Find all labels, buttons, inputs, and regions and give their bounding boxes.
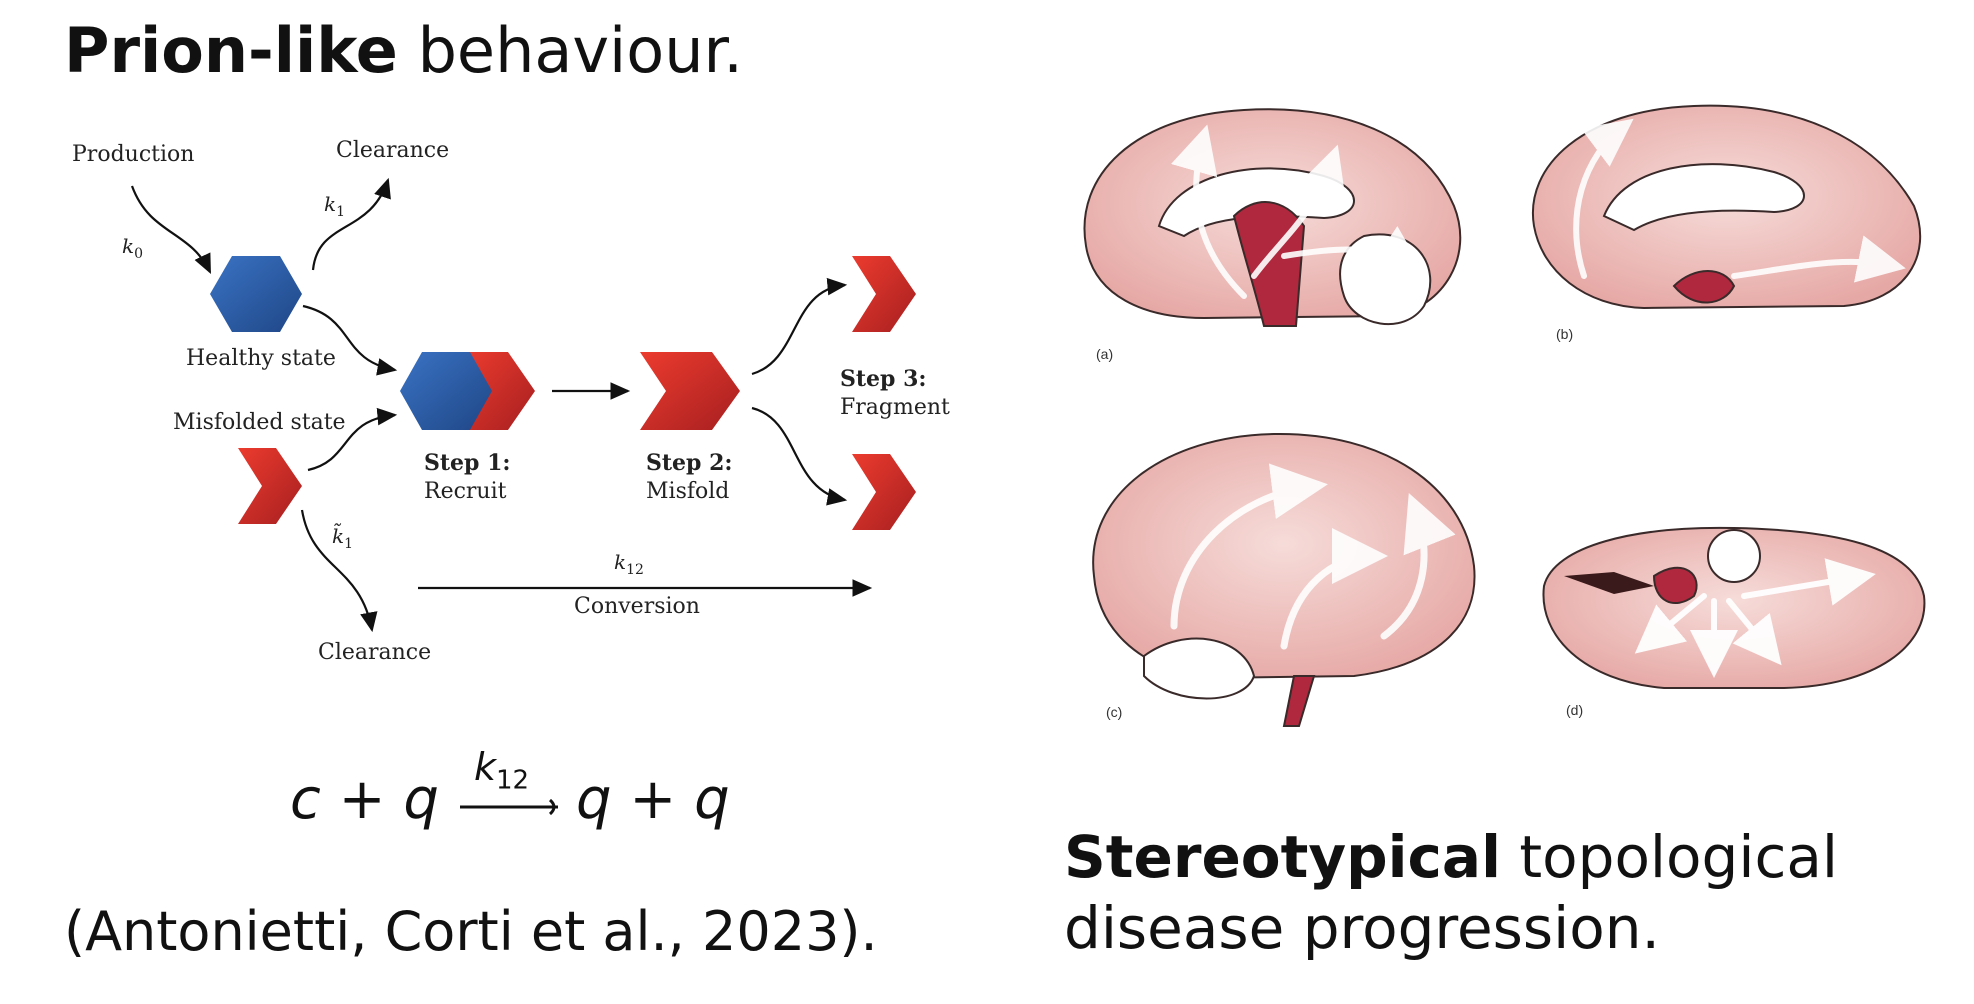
rate-k1: k1 (324, 192, 346, 220)
brain-panel-c (1092, 432, 1476, 727)
panel-label-a-text: (a) (1096, 346, 1114, 362)
label-conversion: Conversion (574, 594, 700, 619)
caption-rest: topological (1500, 823, 1839, 891)
arrow-clearance-top (311, 177, 391, 271)
arrow-step2-down (751, 406, 848, 506)
equation-rate: k12 (474, 745, 530, 796)
title-bold: Prion-like (64, 14, 398, 87)
step3-label: Step 3: Fragment (840, 366, 950, 421)
label-healthy-state: Healthy state (186, 346, 336, 371)
label-clearance-top: Clearance (336, 138, 450, 163)
label-production: Production (72, 142, 195, 167)
step2-label: Step 2: Misfold (646, 450, 733, 505)
caption-bold: Stereotypical (1064, 823, 1501, 891)
brain-panel-a (1083, 108, 1462, 327)
rate-k1-tilde: k̃1 (332, 524, 354, 552)
label-misfolded-state: Misfolded state (173, 410, 346, 435)
arrow-misfolded-to-step1 (307, 407, 398, 472)
reaction-equation: c + q k12 q + q (290, 745, 760, 835)
arrow-step2-up (751, 277, 848, 376)
step1-hexagon (400, 352, 492, 430)
rate-k0: k0 (122, 234, 144, 262)
arrow-production (130, 185, 211, 274)
brain-panel-d (1542, 526, 1926, 689)
step1-sub: Recruit (424, 478, 507, 504)
panel-label-d-text: (d) (1566, 702, 1584, 718)
fragment-chevron-top (852, 256, 916, 332)
citation: (Antonietti, Corti et al., 2023). (64, 900, 878, 963)
caption-line2: disease progression. (1064, 893, 1660, 962)
step2-head: Step 2: (646, 450, 733, 476)
panel-label-c-text: (c) (1106, 704, 1123, 720)
misfolded-chevron (238, 448, 302, 524)
slide-title: Prion-like behaviour. (64, 14, 743, 88)
fragment-chevron-bottom (852, 454, 916, 530)
brain-caption: Stereotypical topological disease progre… (1064, 822, 1838, 964)
label-clearance-bottom: Clearance (318, 640, 432, 665)
step3-head: Step 3: (840, 366, 927, 392)
rate-k12: k12 (614, 550, 644, 578)
title-rest: behaviour. (397, 14, 744, 87)
step3-sub: Fragment (840, 394, 950, 420)
step1-head: Step 1: (424, 450, 511, 476)
arrow-clearance-bottom (300, 509, 378, 633)
equation-rhs: q + q (576, 767, 730, 832)
brain-illustrations (1083, 104, 1926, 727)
equation-lhs: c + q (290, 767, 439, 832)
brain-panel-b (1531, 104, 1922, 310)
step2-sub: Misfold (646, 478, 730, 504)
healthy-state-hexagon (210, 256, 302, 332)
step1-chevron (464, 352, 535, 430)
step1-label: Step 1: Recruit (424, 450, 511, 505)
step2-chevron (640, 352, 740, 430)
panel-label-b-text: (b) (1556, 326, 1574, 342)
arrow-healthy-to-step1 (302, 304, 398, 376)
equation-arrow (460, 798, 558, 816)
